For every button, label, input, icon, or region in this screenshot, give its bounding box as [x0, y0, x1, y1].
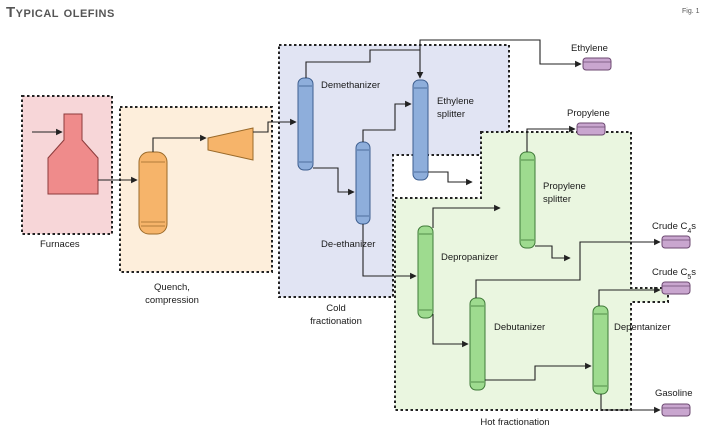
- deethanizer-column: [355, 141, 371, 225]
- cold-label-line2: fractionation: [310, 316, 362, 327]
- demethanizer-label: Demethanizer: [321, 80, 380, 91]
- depentanizer-label: Depentanizer: [614, 322, 671, 333]
- gasoline-label: Gasoline: [655, 388, 693, 399]
- debutanizer-label: Debutanizer: [494, 322, 545, 333]
- cold-label-line1: Cold: [326, 303, 346, 314]
- furnaces-label: Furnaces: [40, 239, 80, 250]
- crude-c5-tank: [661, 281, 691, 295]
- debutanizer-column: [469, 297, 486, 391]
- propylene-splitter-label-line1: Propylene: [543, 181, 586, 192]
- propylene-splitter-label-line2: splitter: [543, 194, 571, 205]
- crude-c4-tank: [661, 235, 691, 249]
- ethylene-label: Ethylene: [571, 43, 608, 54]
- furnace-unit: [47, 113, 99, 195]
- propylene-label: Propylene: [567, 108, 610, 119]
- quench-tower: [138, 151, 168, 235]
- ethylene-splitter-label-line1: Ethylene: [437, 96, 474, 107]
- hot-label: Hot fractionation: [480, 417, 549, 428]
- process-piping: [98, 39, 661, 414]
- cold-fractionation-zone: [278, 44, 510, 298]
- ethylene-tank: [582, 57, 612, 71]
- crude-c4-label: Crude C4s: [652, 221, 696, 235]
- figure-label: Fig. 1: [682, 8, 700, 15]
- depropanizer-column: [417, 225, 434, 319]
- propylene-splitter-column: [519, 151, 536, 249]
- page-title: Typical olefins: [6, 4, 115, 21]
- compressor: [207, 127, 254, 161]
- propylene-tank: [576, 122, 606, 136]
- deethanizer-label: De-ethanizer: [321, 239, 375, 250]
- depentanizer-column: [592, 305, 609, 395]
- ethylene-splitter-label-line2: splitter: [437, 109, 465, 120]
- quench-label-line1: Quench,: [154, 282, 190, 293]
- ethylene-splitter-column: [412, 79, 429, 181]
- demethanizer-column: [297, 77, 314, 171]
- crude-c5-label: Crude C5s: [652, 267, 696, 281]
- depropanizer-label: Depropanizer: [441, 252, 498, 263]
- quench-label-line2: compression: [145, 295, 199, 306]
- gasoline-tank: [661, 403, 691, 417]
